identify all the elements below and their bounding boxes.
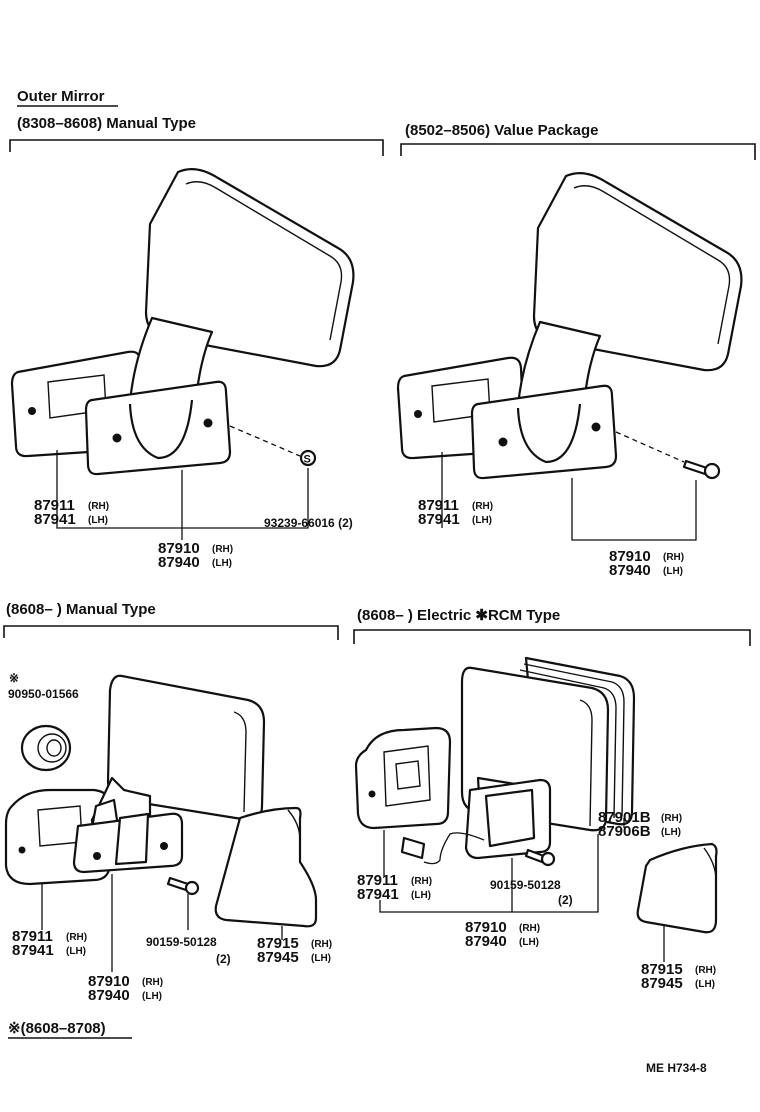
- svg-text:(LH): (LH): [661, 827, 681, 838]
- part-number: 87901B: [598, 809, 651, 826]
- svg-text:(RH): (RH): [311, 939, 332, 950]
- wire-harness: [423, 832, 485, 865]
- section-bracket: [9, 139, 384, 156]
- svg-text:(RH): (RH): [695, 965, 716, 976]
- svg-text:(2): (2): [216, 952, 231, 966]
- svg-text:(LH): (LH): [212, 558, 232, 569]
- svg-text:(RH): (RH): [142, 977, 163, 988]
- section-electric-rcm: (8608– ) Electric ✱RCM Type: [353, 607, 751, 992]
- part-number: 90159-50128: [490, 878, 561, 892]
- part-number: 87911: [418, 497, 459, 514]
- part-number: 87940: [609, 562, 651, 579]
- part-number: 87940: [158, 554, 200, 571]
- part-number: 87941: [357, 886, 399, 903]
- part-number: 87910: [465, 919, 507, 936]
- part-number: 87911: [12, 928, 53, 945]
- part-number: 87911: [34, 497, 75, 514]
- svg-text:(RH): (RH): [212, 544, 233, 555]
- part-number: 87910: [609, 548, 651, 565]
- section-value-package: (8502–8506) Value Package 87911 (RH) 879…: [396, 122, 756, 579]
- screw: [682, 459, 709, 476]
- svg-text:(LH): (LH): [311, 953, 331, 964]
- mirror-cover: [636, 842, 718, 934]
- diagram-title: Outer Mirror: [17, 88, 105, 105]
- svg-text:(RH): (RH): [411, 876, 432, 887]
- svg-text:(RH): (RH): [88, 501, 109, 512]
- part-number: 87941: [34, 511, 76, 528]
- screw: [299, 449, 317, 467]
- svg-text:(LH): (LH): [695, 979, 715, 990]
- section-heading: (8308–8608) Manual Type: [17, 115, 196, 132]
- section-heading: (8502–8506) Value Package: [405, 122, 598, 139]
- part-number: 90159-50128: [146, 935, 217, 949]
- svg-text:(RH): (RH): [661, 813, 682, 824]
- part-number: 87945: [257, 949, 299, 966]
- part-number: 87940: [465, 933, 507, 950]
- svg-text:(RH): (RH): [519, 923, 540, 934]
- svg-text:(RH): (RH): [66, 932, 87, 943]
- footnote: ※(8608–8708): [8, 1020, 106, 1037]
- part-number: 87906B: [598, 823, 651, 840]
- part-number: 90950-01566: [8, 687, 79, 701]
- svg-text:(LH): (LH): [66, 946, 86, 957]
- gasket: [354, 726, 452, 830]
- section-manual-8308: (8308–8608) Manual Type S 87911 (RH) 879…: [9, 115, 384, 571]
- section-heading: (8608– ) Electric ✱RCM Type: [357, 607, 560, 624]
- connector: [400, 836, 426, 860]
- part-number: 87940: [88, 987, 130, 1004]
- svg-text:(RH): (RH): [472, 501, 493, 512]
- svg-text:(LH): (LH): [88, 515, 108, 526]
- part-number: 87910: [88, 973, 130, 990]
- svg-text:(2): (2): [558, 893, 573, 907]
- hole-plug: [20, 724, 72, 772]
- svg-text:(RH): (RH): [663, 552, 684, 563]
- svg-text:※: ※: [9, 671, 19, 685]
- svg-text:(LH): (LH): [519, 937, 539, 948]
- part-number: 87945: [641, 975, 683, 992]
- section-manual-8608: (8608– ) Manual Type ※ 90950-01566: [3, 601, 339, 1004]
- part-number: 93239-66016 (2): [264, 516, 353, 530]
- mirror-cover: [214, 806, 318, 928]
- svg-text:(LH): (LH): [663, 566, 683, 577]
- section-bracket: [400, 143, 756, 160]
- svg-text:(LH): (LH): [472, 515, 492, 526]
- part-number: 87941: [418, 511, 460, 528]
- illustration-code: ME H734-8: [646, 1061, 707, 1075]
- part-number: 87941: [12, 942, 54, 959]
- svg-text:(LH): (LH): [142, 991, 162, 1002]
- part-number: 87915: [257, 935, 299, 952]
- part-number: 87911: [357, 872, 398, 889]
- section-bracket: [3, 625, 339, 640]
- section-bracket: [353, 629, 751, 646]
- part-number: 87910: [158, 540, 200, 557]
- svg-text:(LH): (LH): [411, 890, 431, 901]
- svg-text:S: S: [304, 454, 311, 466]
- section-heading: (8608– ) Manual Type: [6, 601, 156, 618]
- part-number: 87915: [641, 961, 683, 978]
